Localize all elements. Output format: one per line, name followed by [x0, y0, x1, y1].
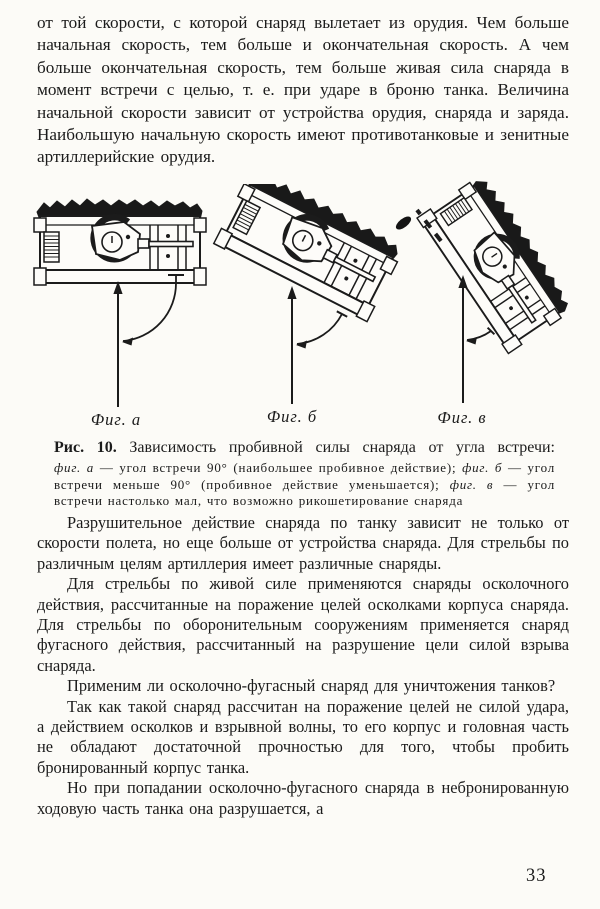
figure-caption: Рис. 10. Зависимость пробивной силы снар… — [54, 438, 555, 510]
figure-label-v: Фиг. в — [437, 408, 487, 427]
impact-angle-arc — [296, 310, 348, 349]
trajectory-arrow — [458, 275, 468, 403]
caption-detail-a-text: — угол встречи 90° (наибольшее пробивное… — [94, 460, 463, 475]
figure-label-a: Фиг. а — [90, 410, 142, 429]
figure-v-tank-ricochet — [395, 170, 587, 403]
trajectory-arrow — [113, 281, 123, 407]
caption-detail-b-text: — угол встречи меньше 90° (пробивное дей… — [54, 460, 555, 492]
body-paragraph: Так как такой снаряд рассчитан на пораже… — [37, 696, 569, 777]
figure-caption-title: Рис. 10. Зависимость пробивной силы снар… — [54, 438, 555, 458]
intro-paragraph: от той скорости, с которой снаряд вылета… — [37, 13, 569, 167]
caption-detail-fig-v: фиг. в — [449, 476, 494, 492]
tank-top-view-icon — [417, 172, 576, 353]
body-paragraph: Разрушительное действие снаряда по танку… — [37, 513, 569, 573]
impact-angle-arc — [122, 274, 184, 346]
impact-angle-arc — [466, 326, 496, 345]
caption-detail-fig-a: фиг. а — [54, 460, 95, 475]
figure-caption-text: Зависимость пробивной силы снаряда от уг… — [129, 439, 555, 456]
tank-top-view-icon — [34, 199, 206, 285]
figure-b-tank-tilted — [212, 184, 404, 404]
body-paragraph: Применим ли осколочно-фугасный снаряд дл… — [67, 676, 556, 696]
ricochet-shell-icon — [395, 216, 412, 230]
body-text: Разрушительное действие снаряда по танку… — [37, 513, 569, 819]
body-paragraph: Для стрельбы по живой силе применяются с… — [37, 574, 569, 675]
figure-a-tank-90deg — [26, 186, 222, 407]
trajectory-arrow — [287, 286, 297, 404]
page-number: 33 — [526, 866, 547, 886]
figure-caption-number: Рис. 10. — [54, 439, 117, 456]
ricochet-trace — [395, 208, 443, 243]
figure-label-b: Фиг. б — [266, 407, 318, 426]
tank-top-view-icon — [214, 184, 404, 322]
body-paragraph: Но при попадании осколочно-фугасного сна… — [37, 778, 569, 818]
figure-caption-details: фиг. а — угол встречи 90° (наибольшее пр… — [54, 460, 555, 510]
caption-detail-v-text: — угол встречи настолько мал, что возмож… — [54, 476, 555, 509]
caption-detail-fig-b: фиг. б — [462, 460, 503, 475]
